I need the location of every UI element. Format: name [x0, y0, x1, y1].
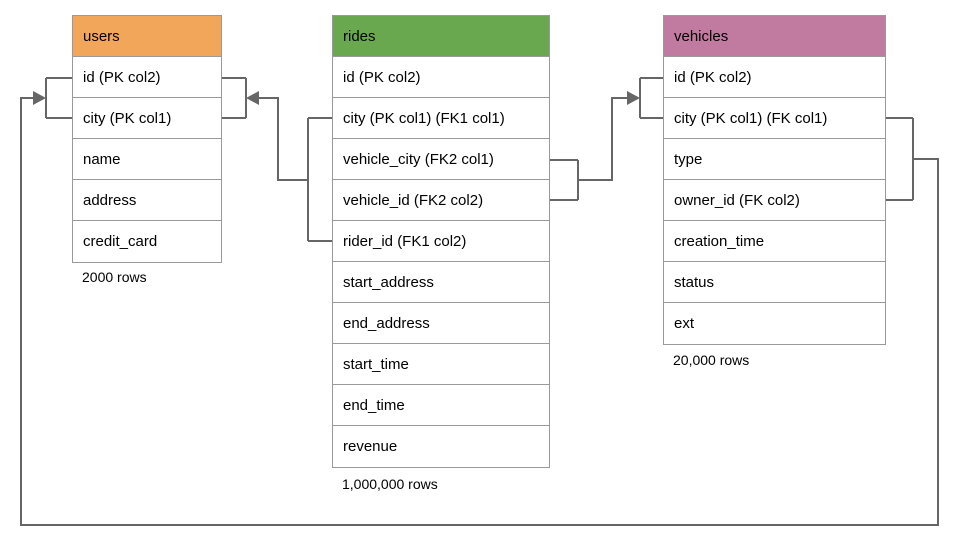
table-row: status — [664, 262, 885, 303]
table-row: end_address — [333, 303, 549, 344]
table-row: owner_id (FK col2) — [664, 180, 885, 221]
row-count-users: 2000 rows — [82, 269, 147, 285]
relationship-line-rides-users — [222, 77, 332, 242]
table-row: start_time — [333, 344, 549, 385]
row-count-rides: 1,000,000 rows — [342, 476, 438, 492]
table-row: city (PK col1) — [73, 98, 221, 139]
relationship-rides-to-vehicles — [550, 77, 663, 201]
table-header: vehicles — [664, 16, 885, 57]
table-row: revenue — [333, 426, 549, 467]
table-header: users — [73, 16, 221, 57]
table-row: city (PK col1) (FK1 col1) — [333, 98, 549, 139]
arrowhead-left — [246, 91, 259, 105]
arrowhead-right — [33, 91, 46, 105]
table-users: users id (PK col2) city (PK col1) name a… — [72, 15, 222, 263]
table-row: id (PK col2) — [73, 57, 221, 98]
table-row: city (PK col1) (FK col1) — [664, 98, 885, 139]
table-row: creation_time — [664, 221, 885, 262]
table-row: vehicle_id (FK2 col2) — [333, 180, 549, 221]
table-row: address — [73, 180, 221, 221]
table-rides: rides id (PK col2) city (PK col1) (FK1 c… — [332, 15, 550, 468]
table-row: start_address — [333, 262, 549, 303]
row-count-vehicles: 20,000 rows — [673, 352, 750, 368]
table-row: id (PK col2) — [333, 57, 549, 98]
table-row: name — [73, 139, 221, 180]
table-row: id (PK col2) — [664, 57, 885, 98]
relationship-rides-to-users — [222, 77, 332, 242]
relationship-vehicles-to-users — [20, 77, 939, 526]
table-row: ext — [664, 303, 885, 344]
table-row: type — [664, 139, 885, 180]
table-row: vehicle_city (FK2 col1) — [333, 139, 549, 180]
table-header: rides — [333, 16, 549, 57]
arrowhead-right — [627, 91, 640, 105]
table-row: credit_card — [73, 221, 221, 262]
table-row: rider_id (FK1 col2) — [333, 221, 549, 262]
table-vehicles: vehicles id (PK col2) city (PK col1) (FK… — [663, 15, 886, 345]
relationship-line-rides-vehicles — [550, 77, 663, 201]
table-row: end_time — [333, 385, 549, 426]
